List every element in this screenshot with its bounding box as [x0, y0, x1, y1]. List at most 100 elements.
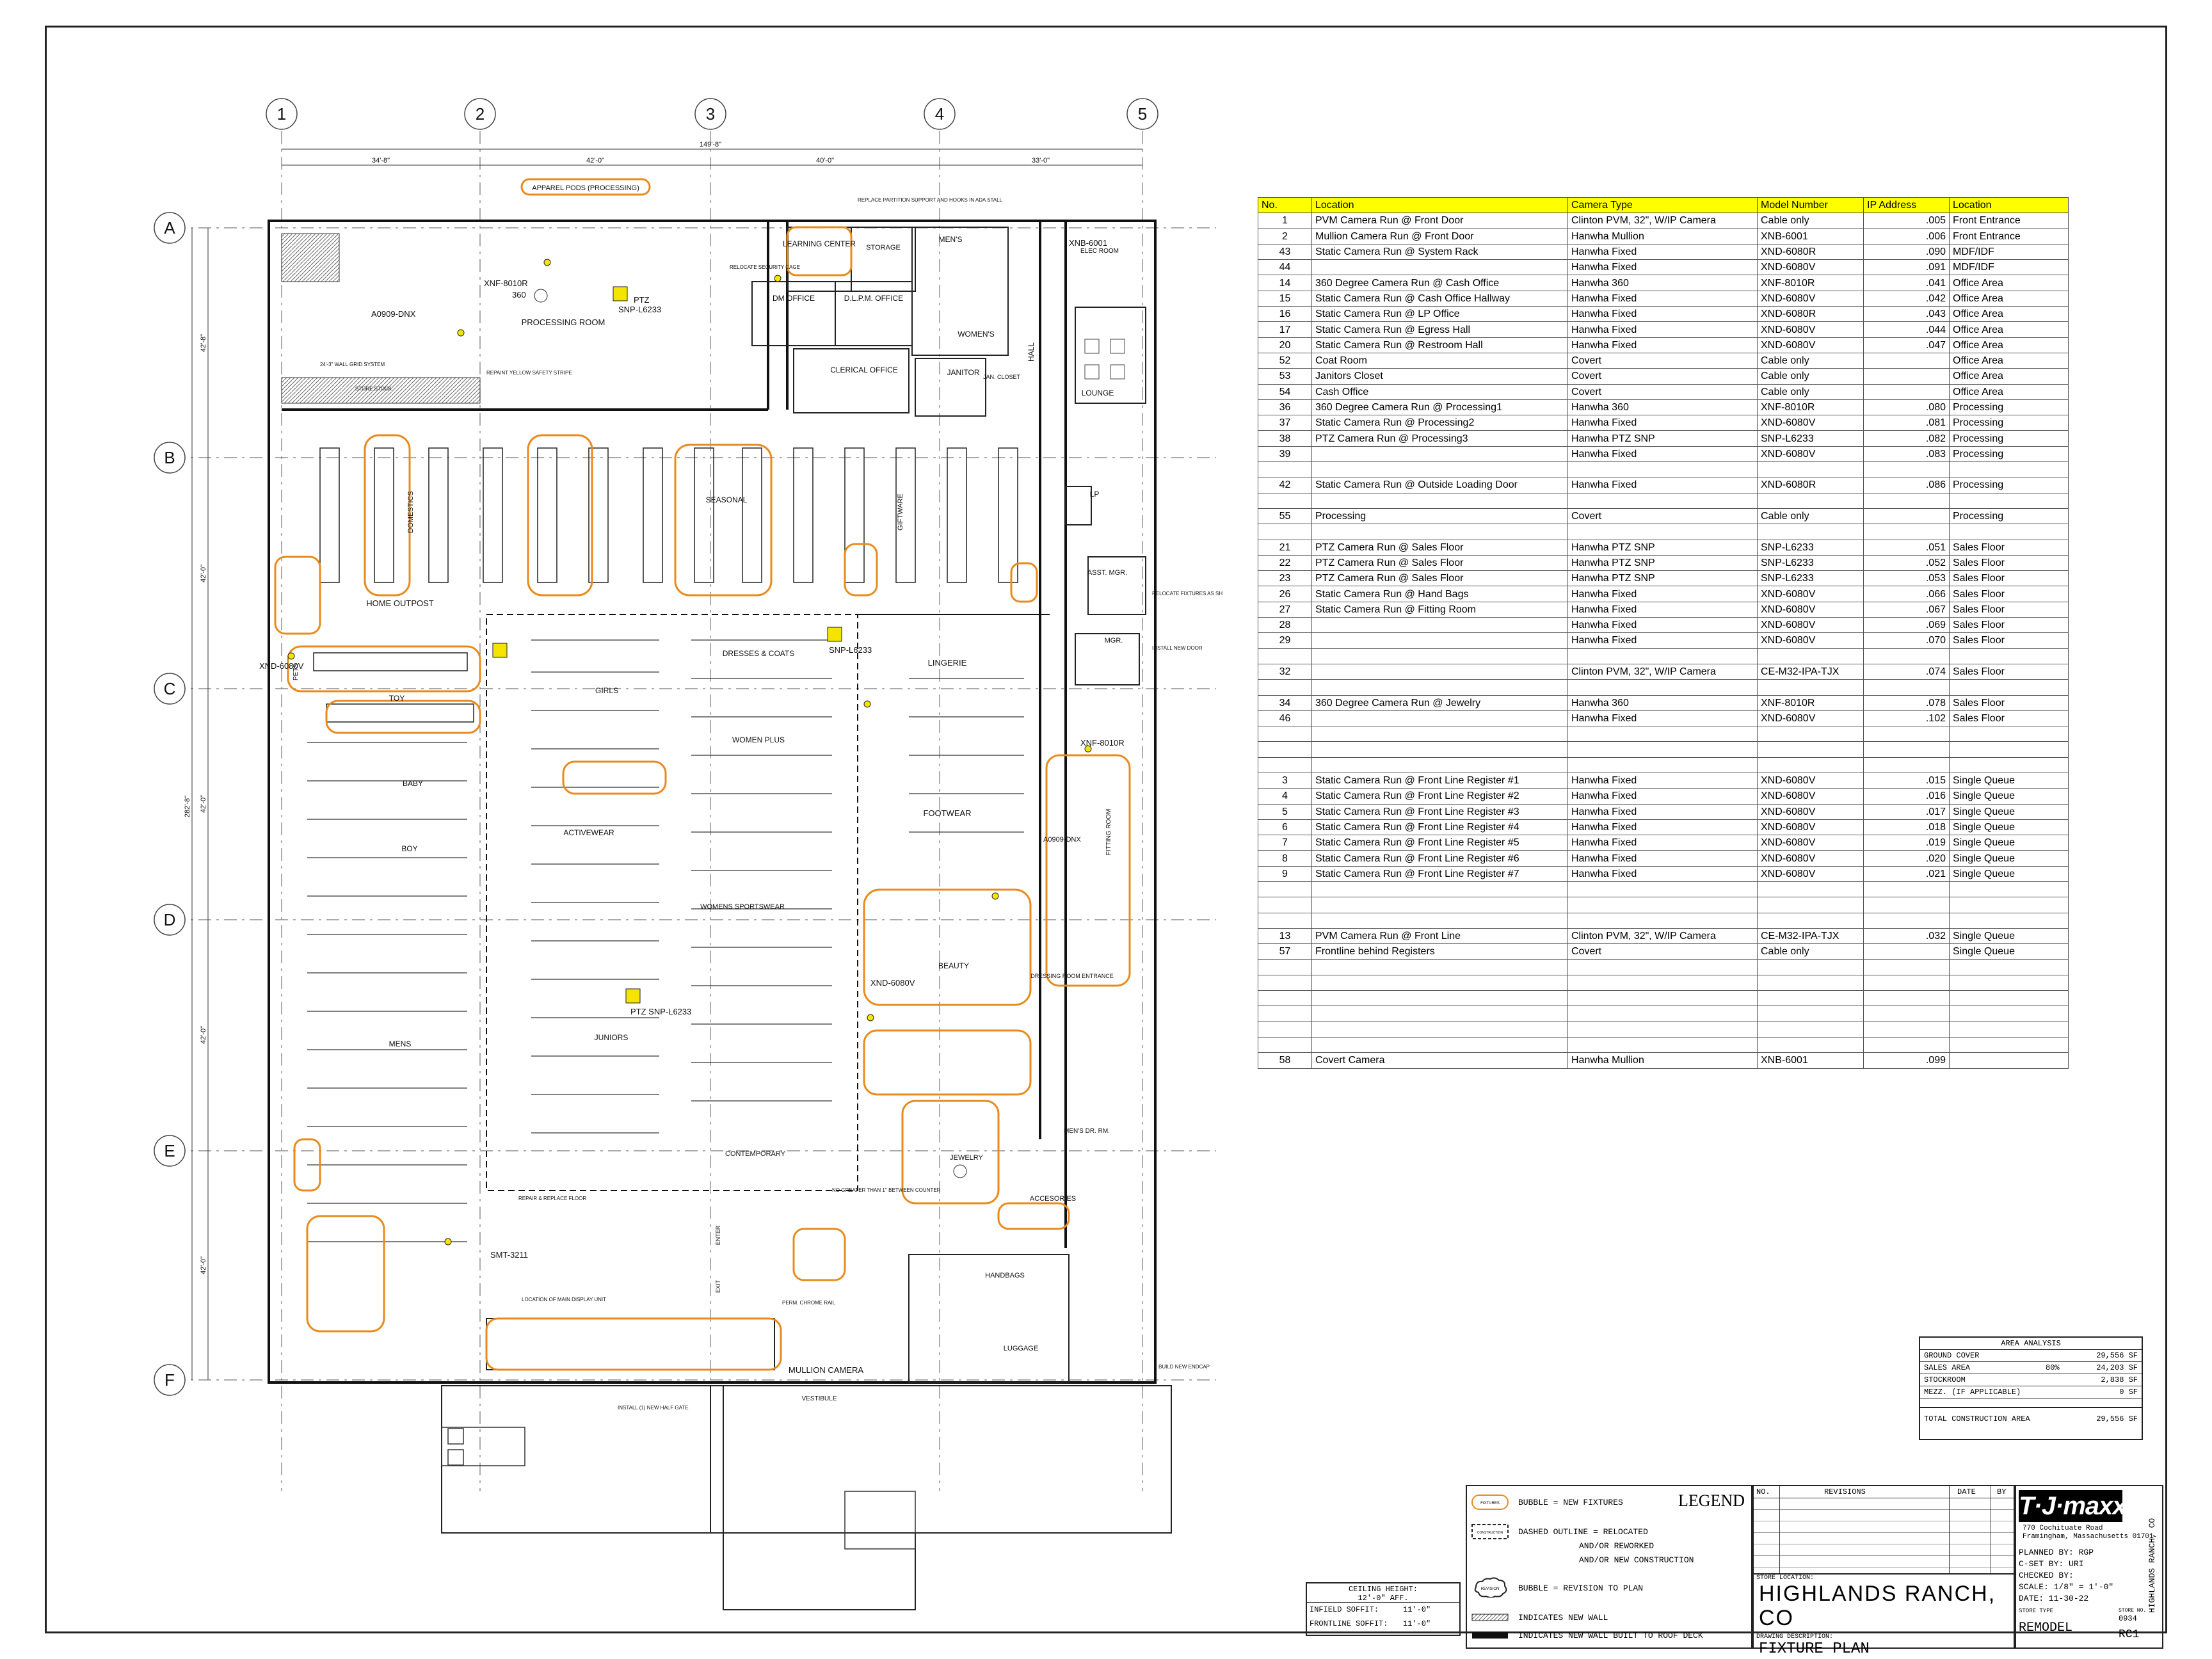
table-cell: .086 — [1863, 477, 1950, 493]
table-cell: Hanwha Fixed — [1567, 415, 1758, 431]
col-header-no: No. — [1258, 196, 1312, 214]
floor-plan: 1 2 3 4 5 A B C D E F 149'-8" 34'-8" 42'… — [154, 98, 1222, 1610]
table-cell: Hanwha PTZ SNP — [1567, 570, 1758, 587]
table-cell: Static Camera Run @ Front Line Register … — [1311, 850, 1568, 867]
revisions-block: NO. REVISIONS DATE BY — [1752, 1485, 2015, 1575]
ceiling-value: 12'-0" AFF. — [1358, 1594, 1409, 1603]
note-text: STORE STOCK — [355, 386, 392, 392]
table-cell: 8 — [1258, 850, 1312, 867]
checkout-area — [441, 1254, 1172, 1610]
room-label: STORAGE — [866, 244, 901, 252]
frontline-value: 11'-0" — [1403, 1619, 1431, 1628]
table-cell — [1258, 897, 1312, 913]
store-type-caption: STORE TYPE — [2019, 1608, 2054, 1614]
table-cell: Office Area — [1949, 383, 2069, 400]
infield-value: 11'-0" — [1403, 1605, 1431, 1614]
table-cell: 27 — [1258, 601, 1312, 618]
lounge-tables — [1084, 339, 1125, 380]
table-cell: XND-6080V — [1757, 617, 1864, 634]
table-cell — [1949, 990, 2069, 1007]
dim-rows-overall: 282'-8" — [184, 796, 191, 817]
table-row — [1258, 959, 2069, 975]
table-cell: .016 — [1863, 788, 1950, 805]
ptz-camera-icon — [613, 286, 628, 301]
room-label: APPAREL PODS (PROCESSING) — [532, 184, 639, 192]
room-label: D.L.P.M. OFFICE — [844, 294, 903, 303]
table-cell: Processing — [1949, 508, 2069, 525]
room-label: PROCESSING ROOM — [522, 317, 605, 327]
area-total-label: TOTAL CONSTRUCTION AREA — [1924, 1415, 2030, 1423]
column-bubbles — [154, 98, 1158, 1396]
table-cell: CE-M32-IPA-TJX — [1757, 927, 1864, 945]
room-label: FITTING ROOM — [1105, 809, 1112, 856]
room-label: ASST. MGR. — [1087, 569, 1127, 577]
table-cell: Office Area — [1949, 306, 2069, 323]
table-cell: Single Queue — [1949, 772, 2069, 789]
table-cell: 2 — [1258, 228, 1312, 244]
new-fixture-bubbles — [274, 178, 1131, 1371]
table-cell — [1757, 679, 1864, 696]
table-cell: 15 — [1258, 290, 1312, 307]
camera-label: PTZ SNP-L6233 — [630, 1007, 691, 1016]
area-label: GROUND COVER — [1924, 1351, 1980, 1360]
table-cell: Single Queue — [1949, 865, 2069, 883]
table-cell: Sales Floor — [1949, 710, 2069, 727]
dim-bay-1: 34'-8" — [372, 157, 390, 164]
row-label-d: D — [164, 910, 176, 929]
area-pct: 80% — [2046, 1363, 2060, 1372]
legend-item: INDICATES NEW WALL BUILT TO ROOF DECK — [1518, 1631, 1703, 1640]
table-cell: Sales Floor — [1949, 617, 2069, 634]
legend-title: LEGEND — [1678, 1491, 1745, 1510]
dept-label: CONTEMPORARY — [725, 1150, 786, 1158]
dim-row-2: 42'-0" — [200, 565, 207, 582]
table-cell: Single Queue — [1949, 943, 2069, 960]
note-text: NO GREATER THAN 1'' BETWEEN COUNTER — [832, 1187, 941, 1193]
table-cell — [1258, 1021, 1312, 1038]
table-cell: Cable only — [1757, 508, 1864, 525]
col-label-4: 4 — [935, 104, 944, 124]
table-cell: .047 — [1863, 337, 1950, 353]
ptz-camera-icon — [625, 988, 641, 1004]
table-row — [1258, 741, 2069, 758]
area-value: 0 SF — [2119, 1388, 2138, 1397]
table-cell: .078 — [1863, 694, 1950, 711]
note-text: LOCATION OF MAIN DISPLAY UNIT — [522, 1297, 606, 1302]
camera-markers — [287, 259, 1092, 1246]
table-cell: Office Area — [1949, 337, 2069, 353]
table-cell — [1311, 492, 1568, 509]
table-cell: XND-6080R — [1757, 477, 1864, 493]
room-label: LP — [1090, 490, 1100, 499]
table-cell: 57 — [1258, 943, 1312, 960]
table-cell: Hanwha Fixed — [1567, 788, 1758, 805]
table-cell: 21 — [1258, 539, 1312, 556]
table-cell: 4 — [1258, 788, 1312, 805]
table-cell — [1949, 912, 2069, 929]
table-cell — [1863, 726, 1950, 742]
note-text: REPLACE PARTITION SUPPORT AND HOOKS IN A… — [858, 197, 1003, 203]
table-cell: MDF/IDF — [1949, 259, 2069, 276]
table-cell: Hanwha PTZ SNP — [1567, 539, 1758, 556]
table-cell: .051 — [1863, 539, 1950, 556]
table-cell — [1757, 492, 1864, 509]
table-cell — [1863, 648, 1950, 664]
dept-label: PETS — [293, 664, 300, 680]
table-cell: Cable only — [1757, 383, 1864, 400]
table-cell — [1863, 492, 1950, 509]
table-cell: .042 — [1863, 290, 1950, 307]
note-text: REPAIR & REPLACE FLOOR — [518, 1196, 586, 1201]
table-cell — [1567, 959, 1758, 975]
dept-label: DRESSES & COATS — [723, 649, 794, 658]
table-cell — [1863, 1037, 1950, 1054]
table-cell: .067 — [1863, 601, 1950, 618]
table-cell: .070 — [1863, 632, 1950, 649]
table-cell: Hanwha Fixed — [1567, 586, 1758, 602]
